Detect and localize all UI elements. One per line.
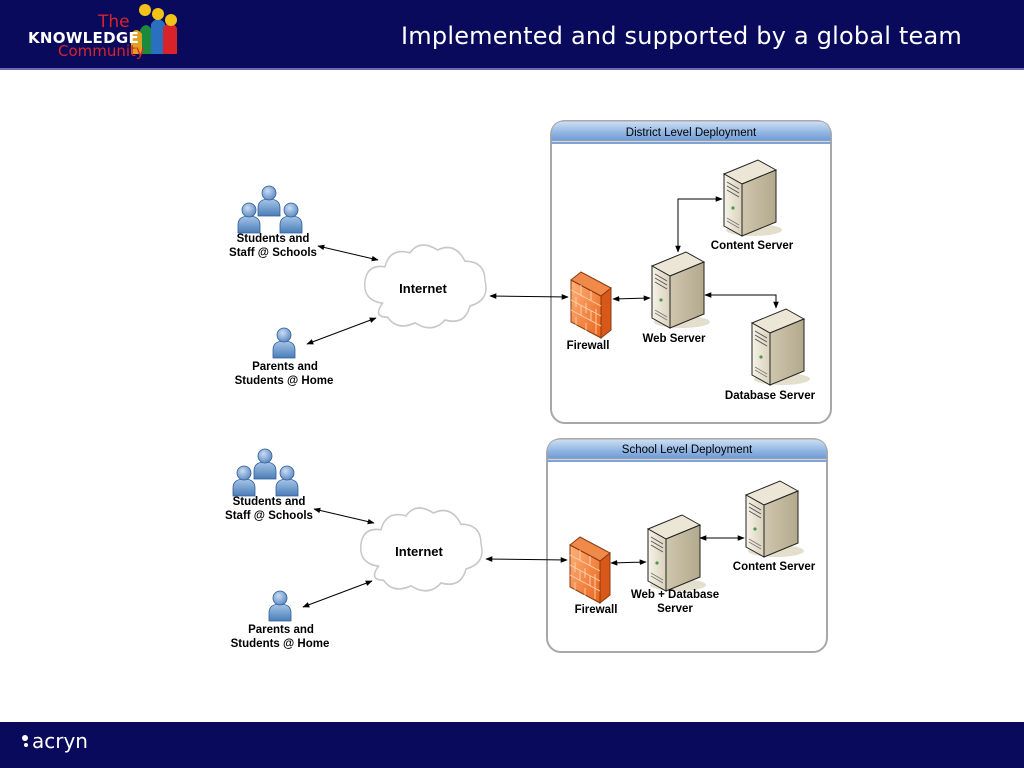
district-students-label-l1: Students and [237,233,310,245]
header-divider [0,68,1024,70]
district-web-server-label: Web Server [642,333,706,345]
logo-text-community: Community [58,42,145,60]
school-parents-label-l2: Students @ Home [231,638,330,650]
district-connectors [306,196,779,345]
district-firewall-label: Firewall [567,340,610,352]
school-firewall-label: Firewall [575,604,618,616]
school-web-db-label-l1: Web + Database [631,589,719,601]
logo-text-the: The [98,12,130,32]
page-title: Implemented and supported by a global te… [401,22,962,50]
school-parents-label-l1: Parents and [248,624,314,636]
acryn-logo-dot-icon [22,735,28,741]
school-students-group-icon [232,448,299,497]
district-parent-user-icon [272,327,296,359]
school-panel-title: School Level Deployment [622,444,753,456]
school-students-label-l2: Staff @ Schools [225,510,313,522]
school-students-label-l1: Students and [233,496,306,508]
district-content-server-label: Content Server [711,240,794,252]
logo-text-knowledge: KNOWLEDGE [28,29,139,47]
acryn-logo-dot-small-icon [24,743,28,747]
knowledge-community-logo: The KNOWLEDGE Community [18,2,193,62]
district-database-server-label: Database Server [725,390,816,402]
footer-bar [0,722,1024,768]
school-parent-user-icon [268,590,292,622]
school-web-db-label-l2: Server [657,603,693,615]
district-parents-label-l2: Students @ Home [235,375,334,387]
footer-brand-logo: acryn [32,729,88,753]
school-internet-label: Internet [395,544,443,559]
district-students-group-icon [237,185,303,234]
district-internet-label: Internet [399,281,447,296]
school-connectors [302,507,745,608]
people-logo-icon [131,4,177,54]
district-parents-label-l1: Parents and [252,361,318,373]
school-content-server-label: Content Server [733,561,816,573]
district-students-label-l2: Staff @ Schools [229,247,317,259]
district-panel-title: District Level Deployment [626,127,757,139]
